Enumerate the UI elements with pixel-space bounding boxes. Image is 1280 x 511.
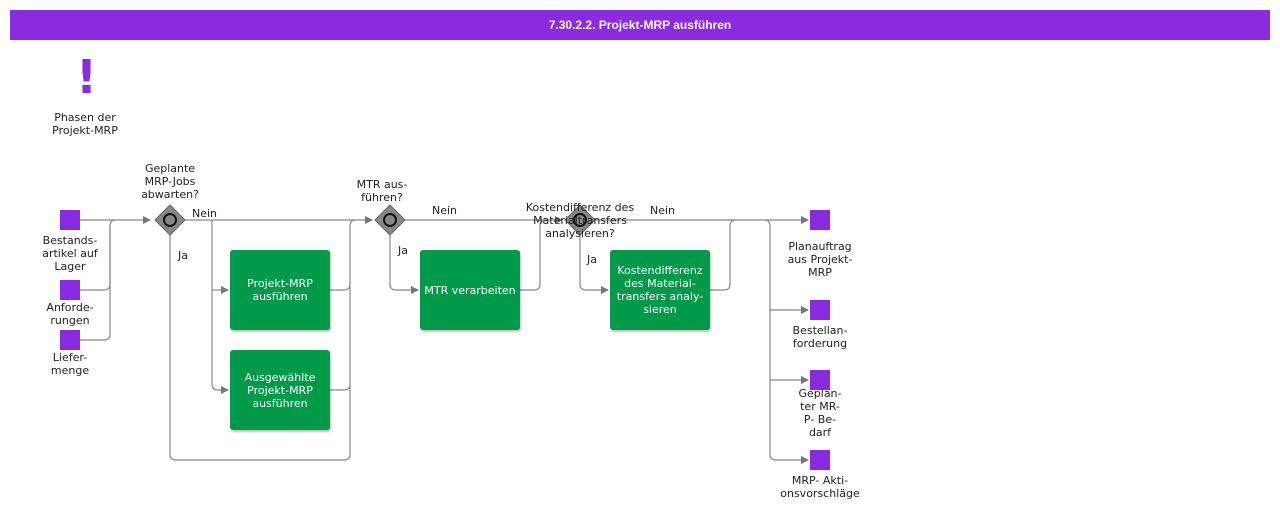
artifact-anforderungen[interactable] (60, 280, 80, 300)
flow-kosten-out (710, 219, 737, 291)
gateway-3-label: Kostendifferenz des Materialtransfers an… (525, 201, 635, 240)
gateway-2 (374, 204, 406, 236)
edge-label-g1-nein: Nein (192, 207, 218, 220)
flow-projekt-mrp-out (330, 283, 351, 291)
artifact-planauftrag-label: Planauftrag aus Projekt- MRP (787, 240, 853, 279)
flow-ausgewaehlte-out (330, 383, 351, 391)
exclamation-icon: ! (76, 50, 97, 104)
artifact-aktionsvorschlaege-label: MRP- Akti- onsvorschläge (780, 474, 860, 500)
task-kostendifferenz-analysieren[interactable]: Kostendifferenz des Material- transfers … (610, 250, 710, 330)
task-ausgewaehlte-projekt-mrp[interactable]: Ausgewählte Projekt-MRP ausführen (230, 350, 330, 430)
artifact-liefermenge-label: Liefer- menge (50, 351, 90, 377)
artifact-aktionsvorschlaege[interactable] (810, 450, 830, 470)
flow-output-branch (763, 219, 809, 464)
edge-label-g3-nein: Nein (650, 204, 676, 217)
flow-g2-ja (389, 234, 419, 294)
edge-label-g3-ja: Ja (587, 253, 597, 266)
artifact-bestandsartikel[interactable] (60, 210, 80, 230)
artifact-bestandsartikel-label: Bestands- artikel auf Lager (42, 234, 98, 273)
diagram-title-bar: 7.30.2.2. Projekt-MRP ausführen (10, 10, 1270, 40)
artifact-anforderungen-label: Anforde- rungen (46, 301, 94, 327)
edge-label-g2-nein: Nein (432, 204, 458, 217)
gateway-3 (564, 204, 596, 236)
annotation-label: Phasen der Projekt-MRP (52, 111, 118, 137)
edge-label-g1-ja: Ja (178, 249, 188, 262)
gateway-1 (154, 204, 186, 236)
task-projekt-mrp-ausfuehren[interactable]: Projekt-MRP ausführen (230, 250, 330, 330)
flow-g1-ja (169, 219, 357, 461)
edge-label-g2-ja: Ja (398, 244, 408, 257)
artifact-bedarf-label: Geplan- ter MR- P- Be- darf (798, 387, 842, 439)
gateway-2-label: MTR aus- führen? (356, 178, 408, 204)
flow-branch-tasks (211, 220, 229, 394)
diagram-title: 7.30.2.2. Projekt-MRP ausführen (548, 18, 732, 32)
flow-input-liefermenge (80, 226, 111, 341)
gateway-1-label: Geplante MRP-Jobs abwarten? (141, 162, 199, 201)
artifact-planauftrag[interactable] (810, 210, 830, 230)
artifact-bestellanforderung-label: Bestellan- forderung (792, 324, 848, 350)
artifact-bedarf[interactable] (810, 370, 830, 390)
artifact-bestellanforderung[interactable] (810, 300, 830, 320)
flow-mtr-out (520, 219, 547, 291)
artifact-liefermenge[interactable] (60, 330, 80, 350)
flow-g3-ja (579, 234, 609, 294)
task-mtr-verarbeiten[interactable]: MTR verarbeiten (420, 250, 520, 330)
